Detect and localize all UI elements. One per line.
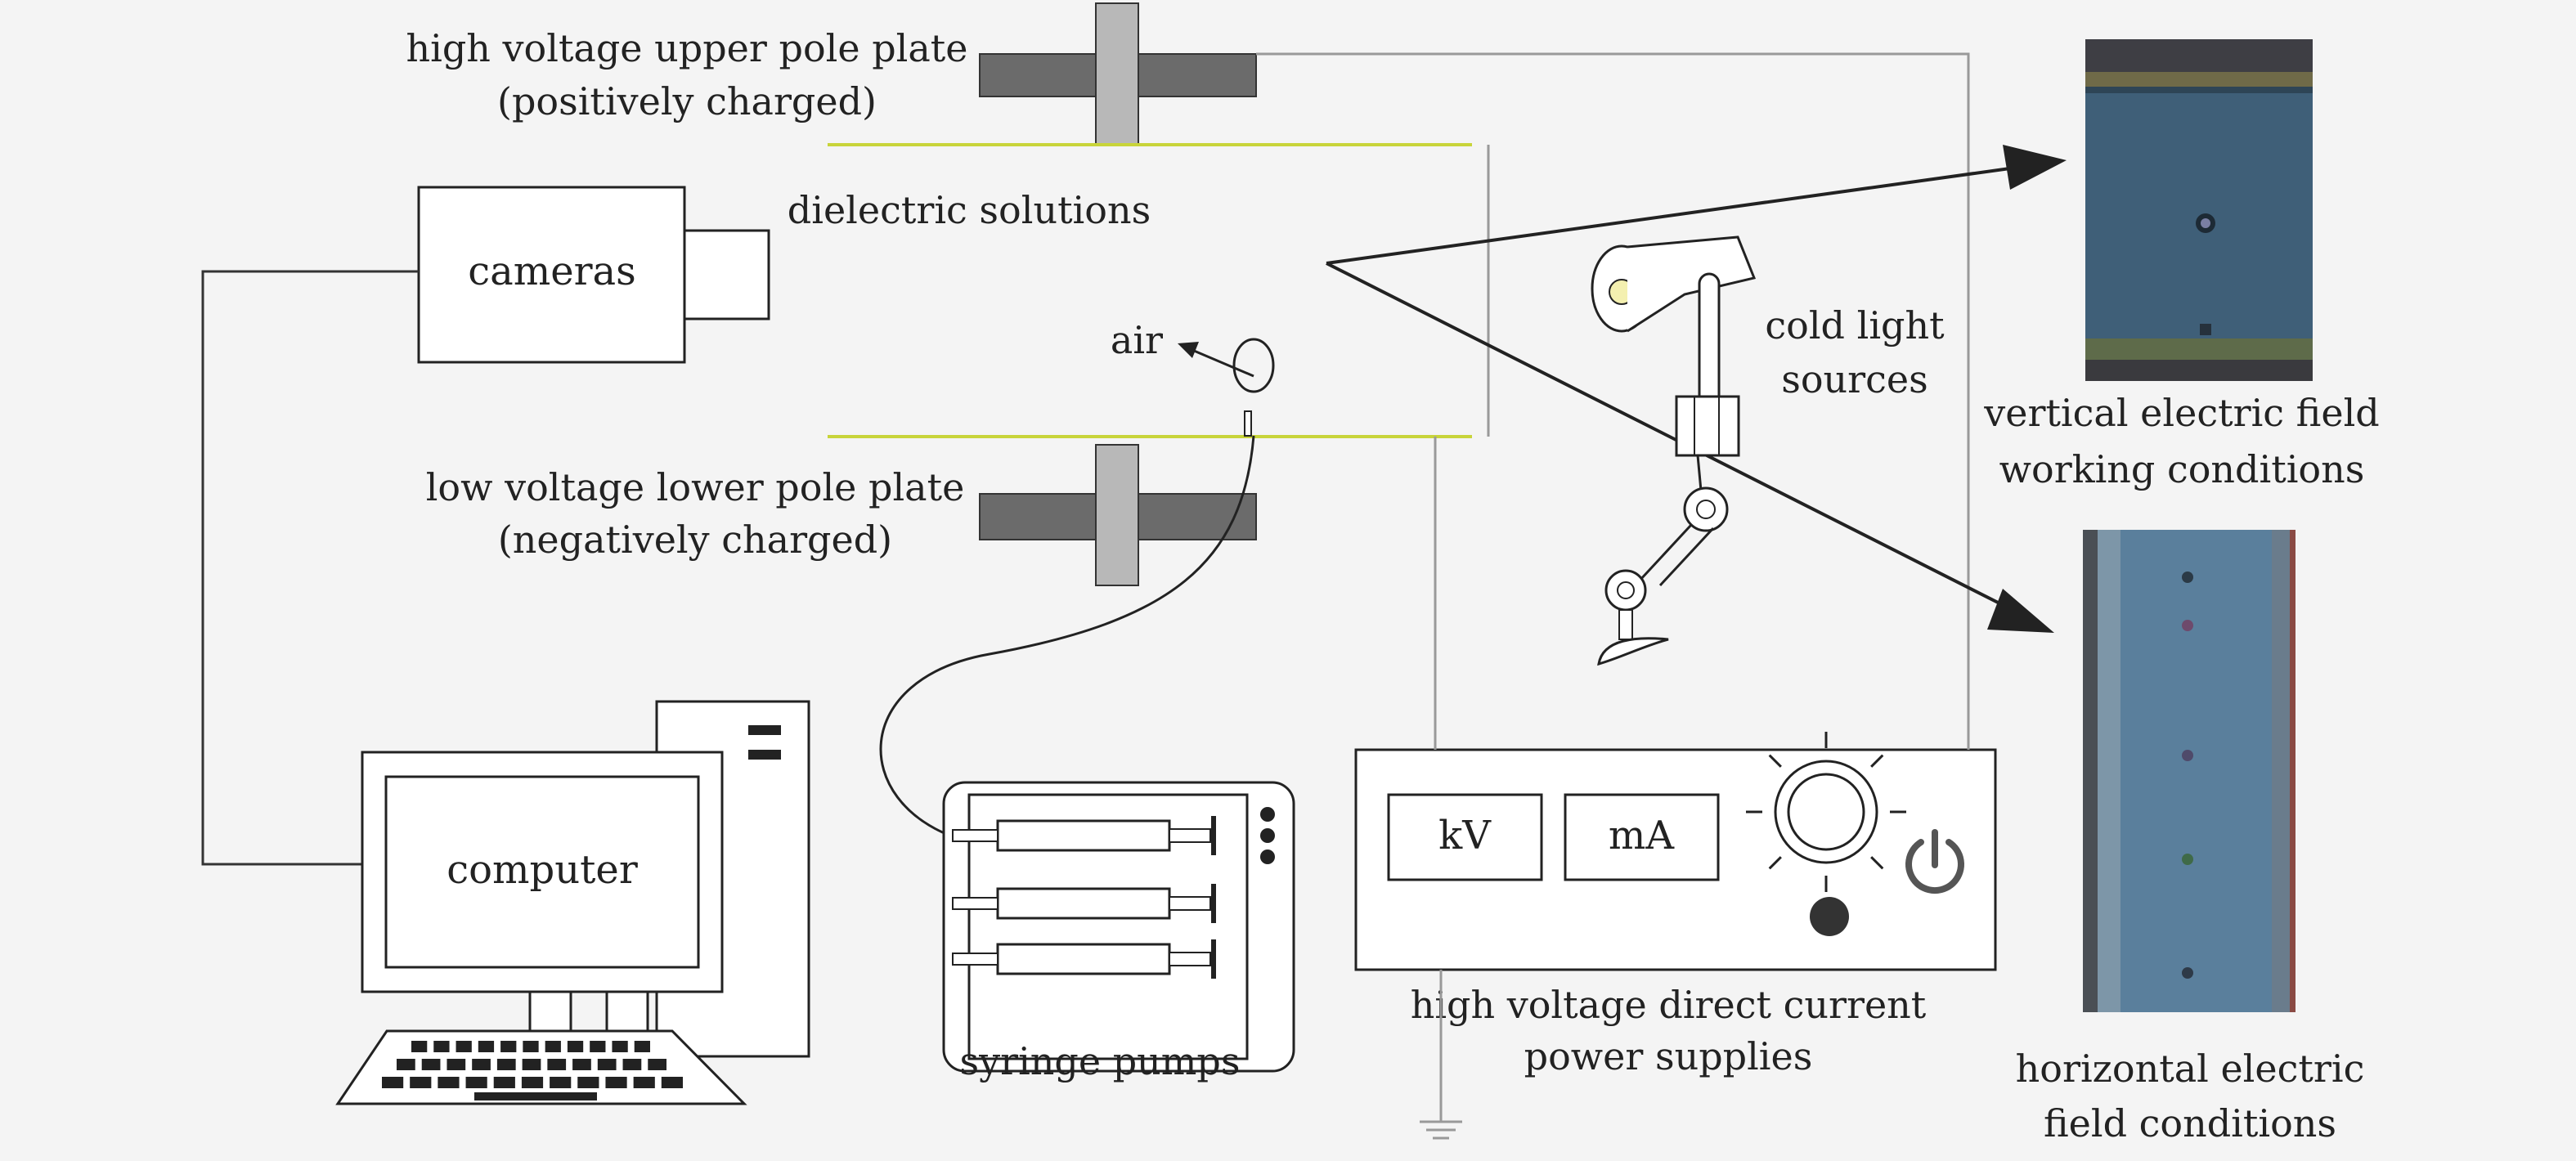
computer-label: computer	[447, 847, 638, 893]
cold-light-source	[1591, 235, 1757, 666]
keyboard-icon	[335, 1029, 747, 1105]
indicator-button	[1810, 897, 1849, 936]
keyboard-key	[465, 1077, 487, 1088]
upper-pole-plate	[979, 2, 1257, 145]
ground-icon	[1420, 970, 1462, 1140]
keyboard-key	[523, 1041, 539, 1052]
cold-light-label-line2: sources	[1781, 357, 1928, 401]
dielectric-solutions-label: dielectric solutions	[788, 188, 1151, 232]
keyboard-key	[478, 1041, 495, 1052]
power-supply-label-line2: power supplies	[1524, 1034, 1813, 1078]
keyboard-key	[522, 1059, 541, 1070]
computer-monitor	[361, 751, 724, 1033]
syringe	[952, 816, 1216, 855]
keyboard-key	[382, 1077, 404, 1088]
ma-label: mA	[1609, 813, 1676, 858]
power-supply	[1354, 748, 1997, 971]
keyboard-key	[597, 1059, 617, 1070]
upper-plate-label-line2: (positively charged)	[497, 79, 877, 123]
lower-plate-label-line1: low voltage lower pole plate	[426, 465, 965, 509]
keyboard-key	[612, 1041, 628, 1052]
camera	[417, 186, 770, 364]
bubble-and-needle	[1178, 338, 1275, 437]
keyboard-key	[433, 1041, 450, 1052]
kv-display	[1387, 793, 1543, 881]
keyboard-key	[472, 1059, 491, 1070]
horizontal-field-label-line1: horizontal electric	[2016, 1047, 2365, 1091]
keyboard-key	[590, 1041, 606, 1052]
keyboard-key	[577, 1077, 599, 1088]
keyboard-key	[500, 1041, 517, 1052]
keyboard-key	[547, 1059, 567, 1070]
upper-plate-label-line1: high voltage upper pole plate	[406, 26, 968, 70]
keyboard-key	[567, 1041, 584, 1052]
keyboard-key	[661, 1077, 683, 1088]
keyboard-key	[545, 1041, 561, 1052]
keyboard-key	[411, 1041, 428, 1052]
cold-light-label-line1: cold light	[1765, 303, 1945, 347]
keyboard-key	[622, 1059, 642, 1070]
vertical-field-label-line2: working conditions	[1999, 447, 2365, 491]
power-supply-label-line1: high voltage direct current	[1411, 983, 1927, 1027]
keyboard-key	[397, 1059, 415, 1070]
syringe	[952, 939, 1216, 979]
knob-ray	[1870, 754, 1884, 768]
keyboard-key	[648, 1059, 666, 1070]
keyboard-key	[605, 1077, 627, 1088]
keyboard-key	[572, 1059, 591, 1070]
keyboard-key	[410, 1077, 432, 1088]
keyboard-key	[493, 1077, 515, 1088]
keyboard-key	[550, 1077, 572, 1088]
keyboard-key	[456, 1041, 472, 1052]
lower-pole-plate	[979, 444, 1257, 586]
cameras-label: cameras	[468, 249, 636, 294]
horizontal-field-photo	[2083, 530, 2296, 1012]
knob-ray	[1870, 856, 1884, 870]
air-label: air	[1111, 318, 1163, 362]
adjustment-knob-icon	[1746, 732, 1906, 892]
keyboard-key	[438, 1077, 460, 1088]
keyboard-key	[447, 1059, 466, 1070]
feed-tube	[879, 435, 1255, 840]
horizontal-field-label-line2: field conditions	[2044, 1101, 2336, 1145]
upper-plate-wire	[1256, 52, 1970, 750]
kv-label: kV	[1438, 813, 1492, 858]
keyboard-key	[496, 1059, 516, 1070]
syringe-pumps	[942, 781, 1295, 1073]
camera-computer-cable	[201, 270, 419, 866]
power-icon	[1905, 829, 1964, 894]
vertical-field-photo	[2085, 39, 2313, 381]
keyboard-key	[633, 1077, 655, 1088]
ma-display	[1564, 793, 1720, 881]
keyboard-key	[634, 1041, 650, 1052]
keyboard-spacebar	[474, 1092, 597, 1100]
keyboard-key	[421, 1059, 441, 1070]
knob-ray	[1768, 856, 1782, 870]
knob-ray	[1768, 754, 1782, 768]
syringe-pumps-label: syringe pumps	[960, 1039, 1241, 1083]
lower-plate-label-line2: (negatively charged)	[498, 518, 892, 562]
keyboard-key	[521, 1077, 544, 1088]
projection-arrows	[1326, 145, 2067, 633]
syringe	[952, 884, 1216, 923]
vertical-field-label-line1: vertical electric field	[1983, 391, 2379, 435]
